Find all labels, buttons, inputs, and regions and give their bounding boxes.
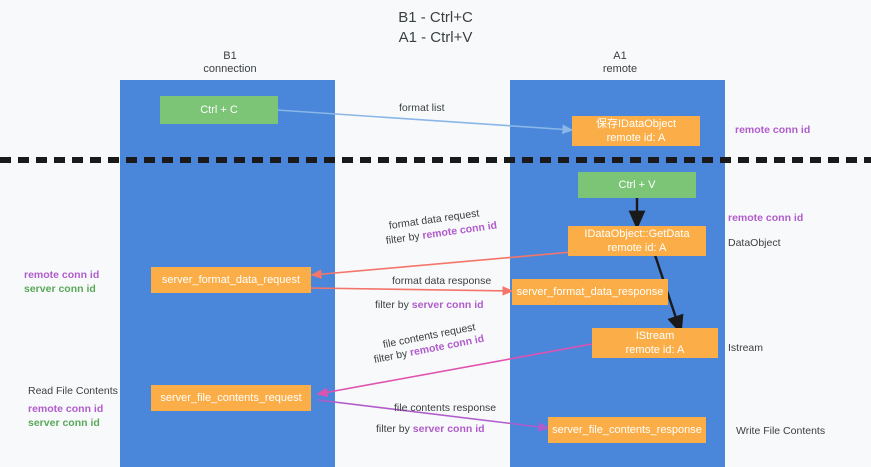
edge-label-file-contents-response-filter: filter by server conn id bbox=[376, 422, 485, 436]
annotation-read-file-contents: Read File Contents bbox=[28, 385, 118, 397]
column-header-a1: A1 remote bbox=[602, 50, 638, 75]
annotation-remote-conn-id-mid: remote conn id bbox=[728, 212, 804, 224]
annotation-dataobject: DataObject bbox=[728, 237, 781, 249]
filter-prefix: filter by bbox=[385, 229, 424, 247]
node-server-file-contents-request[interactable]: server_file_contents_request bbox=[151, 385, 311, 411]
annotation-write-file-contents: Write File Contents bbox=[736, 425, 826, 437]
annotation-left-server-conn-id-bottom: server conn id bbox=[28, 417, 100, 429]
annotation-remote-conn-id-top: remote conn id bbox=[735, 124, 811, 136]
page-title: B1 - Ctrl+C A1 - Ctrl+V bbox=[398, 9, 473, 46]
node-ctrl-v[interactable]: Ctrl + V bbox=[578, 172, 696, 198]
edge-label-format-list: format list bbox=[399, 102, 445, 114]
node-server-format-data-request[interactable]: server_format_data_request bbox=[151, 267, 311, 293]
node-idataobject-getdata[interactable]: IDataObject::GetData remote id: A bbox=[568, 226, 706, 256]
node-ctrl-c[interactable]: Ctrl + C bbox=[160, 96, 278, 124]
filter-key: server conn id bbox=[411, 299, 484, 311]
node-istream[interactable]: IStream remote id: A bbox=[592, 328, 718, 358]
annotation-istream: Istream bbox=[728, 342, 764, 354]
annotation-left-server-conn-id-mid: server conn id bbox=[24, 283, 96, 295]
annotation-left-remote-conn-id-bottom: remote conn id bbox=[28, 403, 104, 415]
node-server-file-contents-response[interactable]: server_file_contents_response bbox=[548, 417, 706, 443]
edge-format-data-response bbox=[309, 286, 514, 296]
filter-key: server conn id bbox=[412, 423, 485, 435]
edge-label-file-contents-response: file contents response bbox=[394, 402, 497, 414]
filter-prefix: filter by bbox=[375, 299, 412, 311]
node-server-format-data-response[interactable]: server_format_data_response bbox=[512, 279, 668, 305]
annotation-left-remote-conn-id-mid: remote conn id bbox=[24, 269, 100, 281]
node-save-idataobject[interactable]: 保存IDataObject remote id: A bbox=[572, 116, 700, 146]
edge-label-format-data-response-filter: filter by server conn id bbox=[375, 298, 484, 312]
column-header-b1: B1 connection bbox=[203, 50, 257, 75]
edge-label-format-data-response: format data response bbox=[392, 275, 492, 287]
filter-prefix: filter by bbox=[372, 347, 412, 366]
filter-prefix: filter by bbox=[376, 423, 413, 435]
